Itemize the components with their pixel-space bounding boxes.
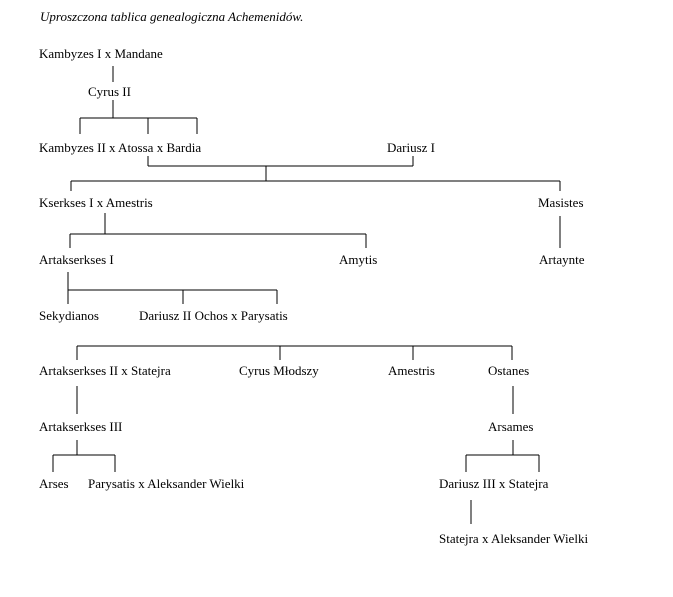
node-arses: Arses bbox=[39, 476, 69, 491]
node-arsames: Arsames bbox=[488, 419, 534, 434]
node-dariusz-ii: Dariusz II Ochos x Parysatis bbox=[139, 308, 288, 323]
node-parysatis-aleksander: Parysatis x Aleksander Wielki bbox=[88, 476, 245, 491]
node-kserkses-i: Kserkses I x Amestris bbox=[39, 195, 153, 210]
node-sekydianos: Sekydianos bbox=[39, 308, 99, 323]
node-kambyzes-i: Kambyzes I x Mandane bbox=[39, 46, 163, 61]
node-dariusz-i: Dariusz I bbox=[387, 140, 436, 155]
node-artakserkses-ii: Artakserkses II x Statejra bbox=[39, 363, 171, 378]
node-dariusz-iii: Dariusz III x Statejra bbox=[439, 476, 549, 491]
node-artaynte: Artaynte bbox=[539, 252, 585, 267]
node-amestris: Amestris bbox=[388, 363, 435, 378]
node-artakserkses-iii: Artakserkses III bbox=[39, 419, 123, 434]
node-amytis: Amytis bbox=[339, 252, 378, 267]
diagram-title: Uproszczona tablica genealogiczna Acheme… bbox=[40, 9, 304, 24]
node-artakserkses-i: Artakserkses I bbox=[39, 252, 114, 267]
node-statejra-aleksander: Statejra x Aleksander Wielki bbox=[439, 531, 589, 546]
node-cyrus-ii: Cyrus II bbox=[88, 84, 131, 99]
node-ostanes: Ostanes bbox=[488, 363, 530, 378]
node-masistes: Masistes bbox=[538, 195, 584, 210]
node-cyrus-mlodszy: Cyrus Młodszy bbox=[239, 363, 319, 378]
node-kambyzes-ii: Kambyzes II x Atossa x Bardia bbox=[39, 140, 202, 155]
